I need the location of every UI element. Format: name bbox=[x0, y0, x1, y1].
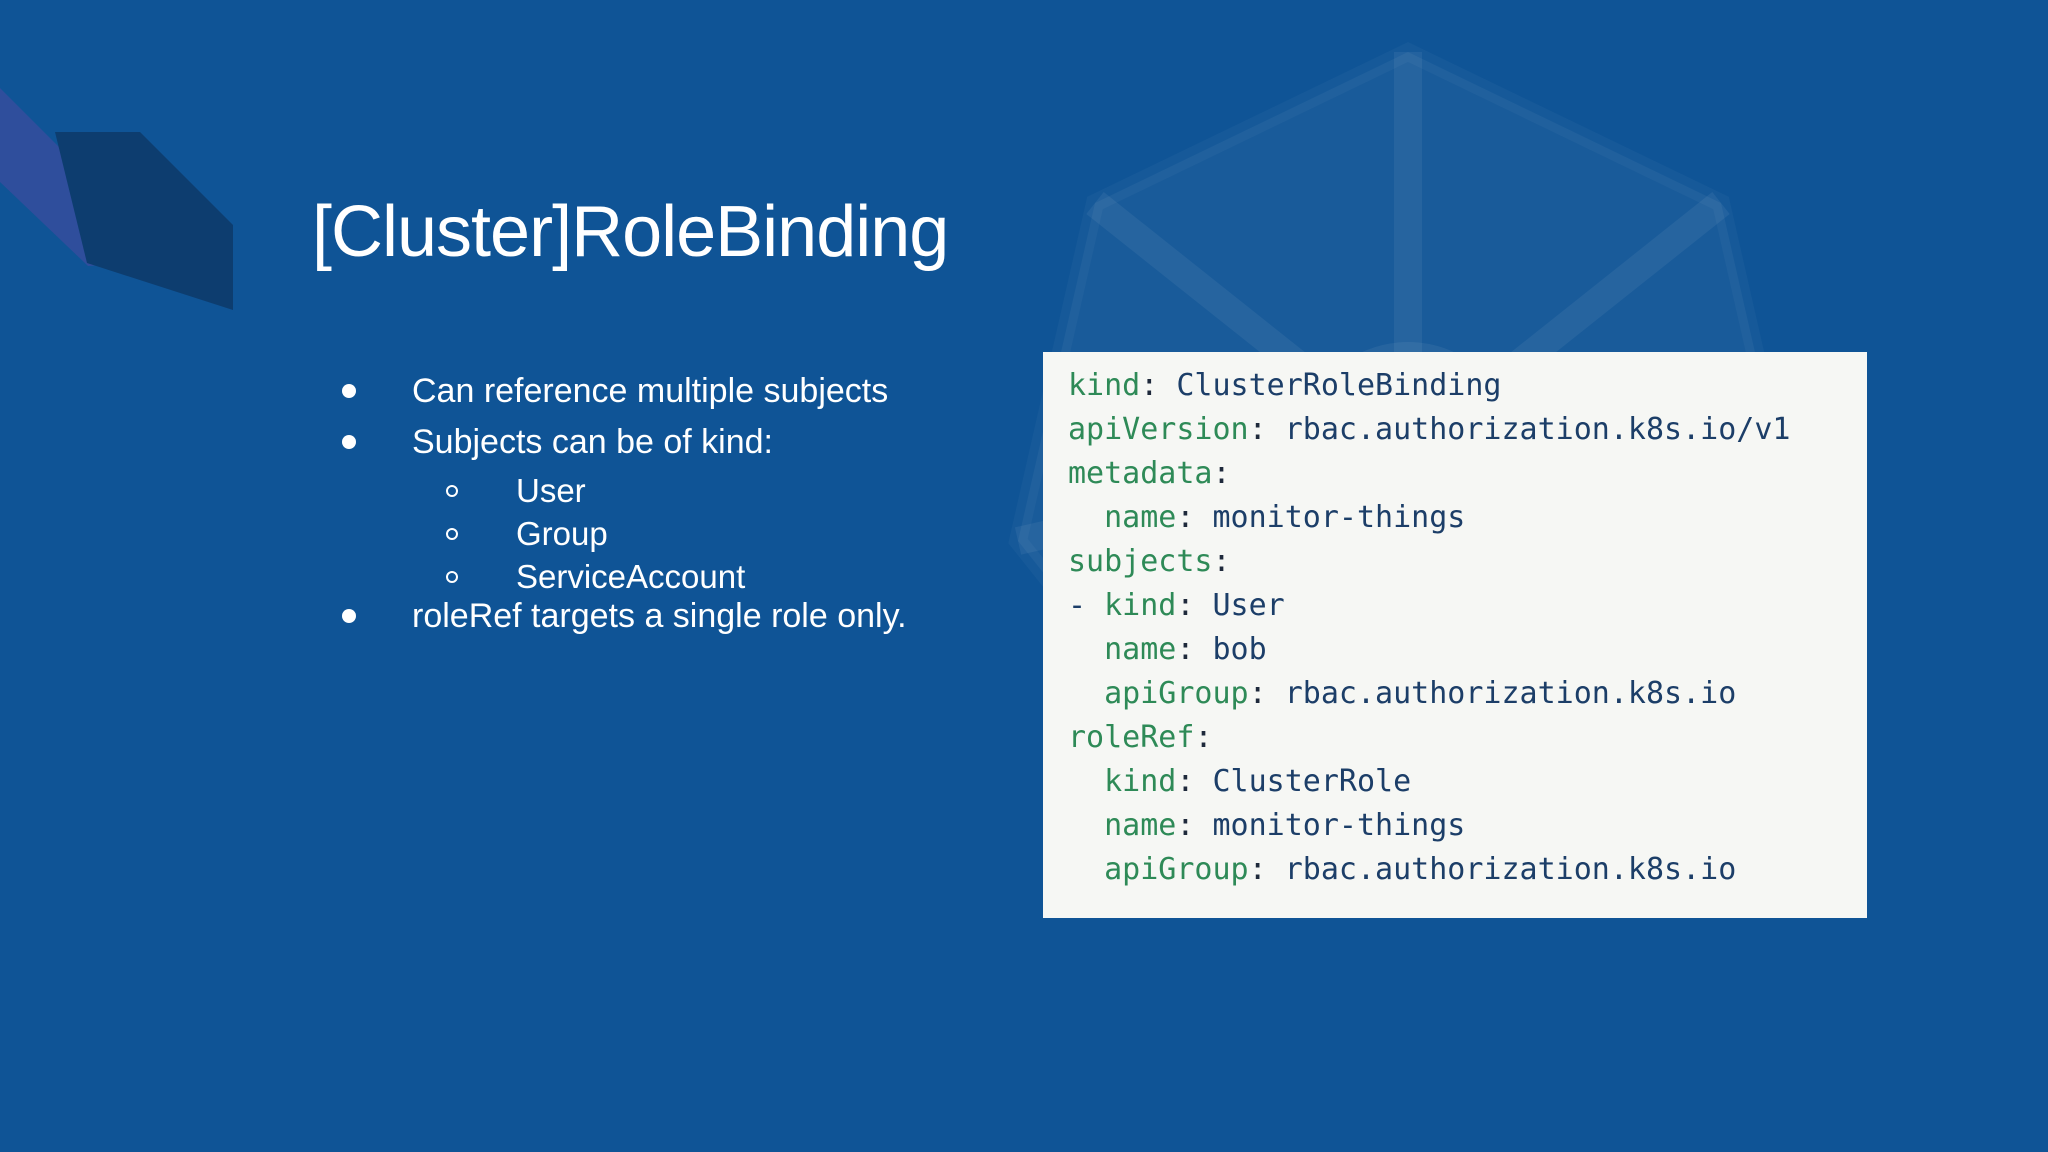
code-line: kind: ClusterRole bbox=[1068, 760, 1849, 804]
yaml-key: metadata bbox=[1068, 456, 1213, 491]
yaml-key: kind bbox=[1104, 764, 1177, 799]
yaml-value: rbac.authorization.k8s.io bbox=[1266, 676, 1737, 711]
yaml-key: name bbox=[1104, 808, 1177, 843]
hollow-circle-icon bbox=[446, 571, 458, 583]
yaml-prefix bbox=[1068, 852, 1104, 887]
corner-stripe-indigo bbox=[0, 88, 160, 266]
hollow-circle-icon bbox=[446, 485, 458, 497]
yaml-colon: : bbox=[1248, 676, 1267, 711]
yaml-colon: : bbox=[1176, 500, 1195, 535]
yaml-prefix bbox=[1068, 764, 1104, 799]
yaml-prefix bbox=[1068, 808, 1104, 843]
yaml-prefix bbox=[1068, 500, 1104, 535]
code-line: roleRef: bbox=[1068, 716, 1849, 760]
yaml-value: rbac.authorization.k8s.io/v1 bbox=[1266, 412, 1791, 447]
yaml-key: roleRef bbox=[1068, 720, 1195, 755]
yaml-value: User bbox=[1194, 588, 1285, 623]
yaml-colon: : bbox=[1248, 412, 1267, 447]
yaml-colon: : bbox=[1140, 368, 1159, 403]
yaml-key: apiGroup bbox=[1104, 852, 1249, 887]
yaml-prefix bbox=[1068, 632, 1104, 667]
sub-bullet-item: User bbox=[342, 472, 1002, 510]
yaml-value: monitor-things bbox=[1194, 808, 1466, 843]
code-line: subjects: bbox=[1068, 540, 1849, 584]
code-line: apiVersion: rbac.authorization.k8s.io/v1 bbox=[1068, 408, 1849, 452]
code-line: apiGroup: rbac.authorization.k8s.io bbox=[1068, 848, 1849, 892]
yaml-prefix: - bbox=[1068, 588, 1105, 623]
yaml-colon: : bbox=[1248, 852, 1267, 887]
hollow-circle-icon bbox=[446, 528, 458, 540]
bullet-text: Can reference multiple subjects bbox=[412, 372, 889, 410]
yaml-value: monitor-things bbox=[1194, 500, 1466, 535]
bullet-text: roleRef targets a single role only. bbox=[412, 597, 907, 635]
yaml-value: ClusterRole bbox=[1194, 764, 1412, 799]
sub-bullet-item: Group bbox=[342, 515, 1002, 553]
slide-title: [Cluster]RoleBinding bbox=[312, 192, 949, 273]
bullet-item: roleRef targets a single role only. bbox=[342, 597, 1002, 635]
bullet-text: User bbox=[516, 472, 586, 509]
yaml-colon: : bbox=[1176, 632, 1195, 667]
yaml-key: name bbox=[1104, 632, 1177, 667]
code-line: kind: ClusterRoleBinding bbox=[1068, 364, 1849, 408]
yaml-value: rbac.authorization.k8s.io bbox=[1266, 852, 1737, 887]
bullet-text: Subjects can be of kind: bbox=[412, 423, 774, 461]
code-line: name: monitor-things bbox=[1068, 804, 1849, 848]
code-line: name: bob bbox=[1068, 628, 1849, 672]
yaml-key: name bbox=[1104, 500, 1177, 535]
bullet-text: Group bbox=[516, 515, 608, 552]
code-line: apiGroup: rbac.authorization.k8s.io bbox=[1068, 672, 1849, 716]
code-line: - kind: User bbox=[1068, 584, 1849, 628]
bullet-text: ServiceAccount bbox=[516, 558, 746, 595]
yaml-value: bob bbox=[1194, 632, 1267, 667]
yaml-colon: : bbox=[1212, 544, 1231, 579]
corner-shape-navy bbox=[55, 132, 233, 310]
bullet-item: Can reference multiple subjects bbox=[342, 372, 1002, 410]
sub-bullet-item: ServiceAccount bbox=[342, 558, 1002, 596]
code-line: name: monitor-things bbox=[1068, 496, 1849, 540]
bullet-dot-icon bbox=[342, 435, 356, 449]
yaml-colon: : bbox=[1176, 764, 1195, 799]
yaml-key: apiVersion bbox=[1068, 412, 1249, 447]
yaml-value: ClusterRoleBinding bbox=[1158, 368, 1502, 403]
yaml-key: apiGroup bbox=[1104, 676, 1249, 711]
bullet-dot-icon bbox=[342, 384, 356, 398]
yaml-colon: : bbox=[1212, 456, 1231, 491]
yaml-key: kind bbox=[1104, 588, 1177, 623]
code-line: metadata: bbox=[1068, 452, 1849, 496]
yaml-key: kind bbox=[1068, 368, 1141, 403]
bullet-item: Subjects can be of kind: bbox=[342, 423, 1002, 461]
bullet-dot-icon bbox=[342, 609, 356, 623]
yaml-colon: : bbox=[1194, 720, 1213, 755]
yaml-key: subjects bbox=[1068, 544, 1213, 579]
yaml-colon: : bbox=[1176, 588, 1195, 623]
yaml-colon: : bbox=[1176, 808, 1195, 843]
yaml-prefix bbox=[1068, 676, 1104, 711]
